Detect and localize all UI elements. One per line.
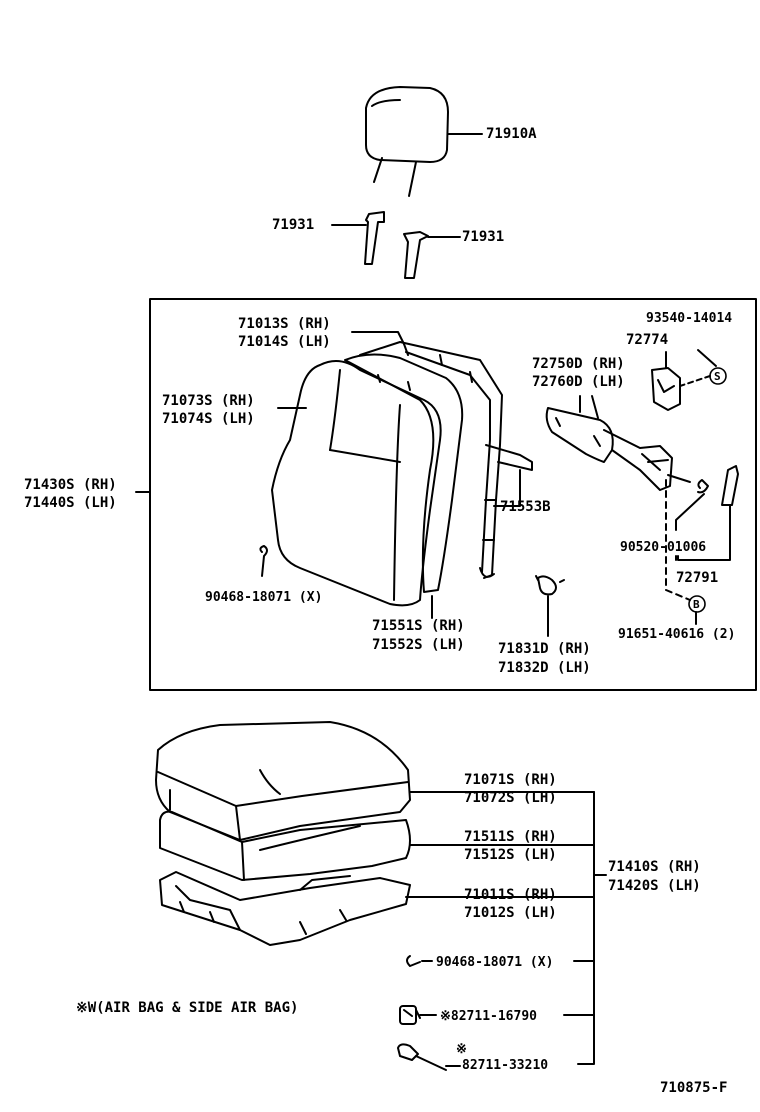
label-link: 72791 — [676, 570, 719, 586]
label-clip-back: 90468-18071 (X) — [205, 590, 323, 605]
spring-leader — [497, 469, 521, 507]
label-cushion-frame-lh: 71012S (LH) — [464, 905, 557, 921]
marker-circles — [688, 367, 727, 613]
label-cushion-assy-rh: 71410S (RH) — [608, 859, 701, 875]
clip-cushion-drawing — [406, 955, 421, 967]
label-bolt: 91651-40616 (2) — [618, 627, 736, 642]
label-clip2-rh: 71831D (RH) — [498, 641, 591, 657]
label-cushion-pad-rh: 71511S (RH) — [464, 829, 557, 845]
clip-back-drawing — [259, 545, 268, 577]
label-headrest: 71910A — [486, 126, 537, 142]
headrest-drawing — [365, 86, 483, 197]
label-screw: 93540-14014 — [646, 311, 733, 326]
label-frame-rh: 71013S (RH) — [238, 316, 331, 332]
label-pad-lh: 71552S (LH) — [372, 637, 465, 653]
label-cushion-cover-rh: 71071S (RH) — [464, 772, 557, 788]
label-sensor1: ※82711-16790 — [440, 1009, 537, 1024]
label-guide-right: 71931 — [462, 229, 505, 245]
label-adjuster-lh: 72760D (LH) — [532, 374, 625, 390]
seatback-cover — [271, 360, 442, 619]
footnote: ※W(AIR BAG & SIDE AIR BAG) — [76, 1000, 299, 1016]
label-pad-rh: 71551S (RH) — [372, 618, 465, 634]
label-pin: 90520-01006 — [620, 540, 707, 555]
bracket-drawing — [651, 351, 681, 411]
label-cushion-frame-rh: 71011S (RH) — [464, 887, 557, 903]
cushion-assy-bracket — [575, 791, 595, 1065]
cushion-pad-drawing — [159, 810, 595, 881]
label-clip2-lh: 71832D (LH) — [498, 660, 591, 676]
pin-link-drawing — [675, 465, 739, 561]
label-cushion-assy-lh: 71420S (LH) — [608, 878, 701, 894]
label-frame-lh: 71014S (LH) — [238, 334, 331, 350]
label-back-assy-lh: 71440S (LH) — [24, 495, 117, 511]
sensor2-drawing — [397, 1043, 461, 1071]
label-sensor2-mark: ※ — [456, 1042, 467, 1057]
label-adjuster-rh: 72750D (RH) — [532, 356, 625, 372]
label-sensor2: 82711-33210 — [462, 1058, 549, 1073]
marker-s-label: S — [714, 370, 721, 383]
label-back-cover-rh: 71073S (RH) — [162, 393, 255, 409]
label-guide-left: 71931 — [272, 217, 315, 233]
label-back-cover-lh: 71074S (LH) — [162, 411, 255, 427]
seatback-box — [149, 298, 757, 691]
frame-leader — [351, 331, 405, 345]
label-cushion-cover-lh: 71072S (LH) — [464, 790, 557, 806]
headrest-guide-drawing — [331, 211, 461, 279]
label-spring: 71553B — [500, 499, 551, 515]
recliner-drawing — [545, 395, 691, 491]
cushion-cover-drawing — [155, 721, 595, 841]
clip2-drawing — [535, 575, 565, 637]
drawing-number: 710875-F — [660, 1080, 728, 1096]
label-back-assy-rh: 71430S (RH) — [24, 477, 117, 493]
label-cushion-pad-lh: 71512S (LH) — [464, 847, 557, 863]
label-bracket: 72774 — [626, 332, 669, 348]
label-clip-cushion: 90468-18071 (X) — [436, 955, 554, 970]
sensor1-drawing — [399, 1005, 437, 1025]
seatback-frame — [359, 341, 533, 579]
bolt-dashed — [665, 479, 691, 601]
s-dashed — [679, 375, 711, 387]
marker-b-label: B — [693, 598, 700, 611]
cushion-frame-drawing — [159, 871, 595, 946]
